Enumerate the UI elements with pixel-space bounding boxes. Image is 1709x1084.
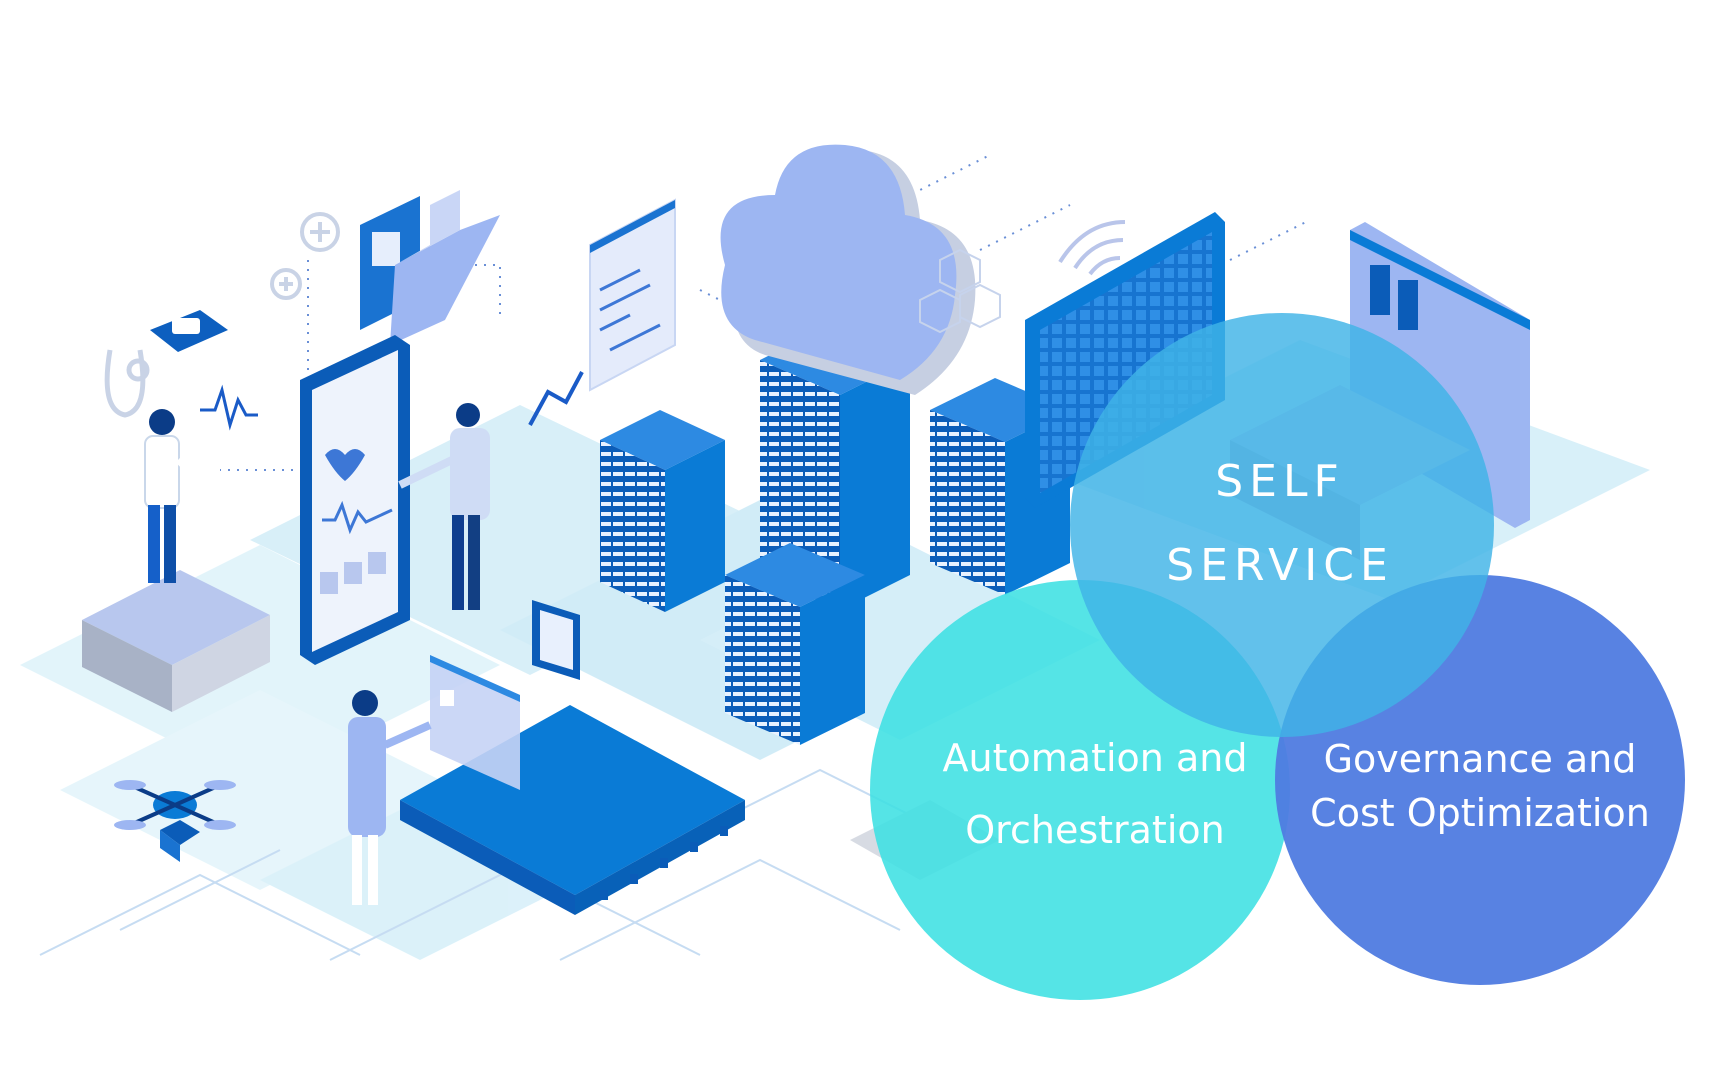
tablet-icon [300,335,410,665]
monitor-screen [1025,212,1225,508]
venn-diagram [870,313,1685,1000]
hex-cubes [919,248,1001,334]
cloud-icon [720,144,976,395]
drone-icon [114,780,236,862]
researcher-figure [348,690,432,905]
heartbeat-line [200,384,258,431]
folder-icon [360,190,500,345]
stethoscope-icon [104,349,150,418]
woman-figure [144,409,223,583]
doctor-figure [398,403,490,610]
floating-panel [430,655,520,790]
venn-circle-self-service [1070,313,1494,737]
badge-icon [532,600,580,680]
document-icon [589,198,676,392]
smartwatch-icon [150,310,228,352]
plus-circle-icon [270,212,340,300]
trend-line [528,371,584,426]
wifi-icon [1058,220,1126,276]
pedestal-platform [82,570,270,712]
